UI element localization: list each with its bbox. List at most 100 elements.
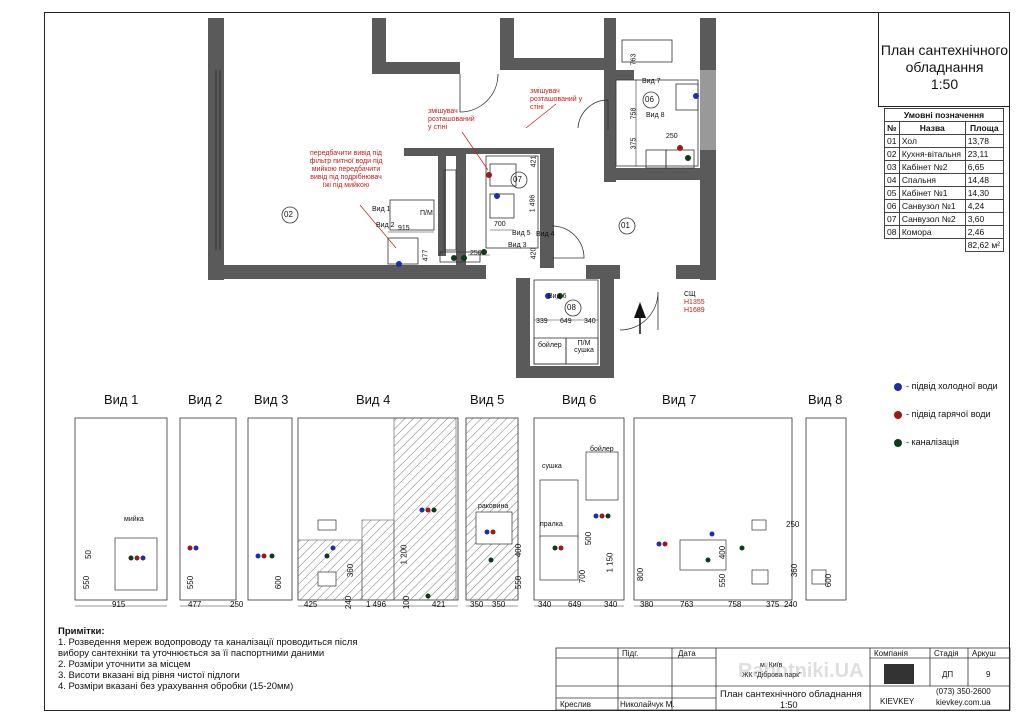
plan-view-mark-8: Вид 8 <box>646 112 665 119</box>
view-title-2: Вид 2 <box>188 392 223 407</box>
dim-250: 250 <box>470 250 482 257</box>
dim-421: 421 <box>530 155 538 168</box>
dim: 400 <box>718 545 728 560</box>
col-header-area: Площа <box>964 121 1005 135</box>
cell: 02 <box>884 147 900 161</box>
dim: 550 <box>82 575 92 590</box>
view-title-5: Вид 5 <box>470 392 505 407</box>
shaft-h2: Н1689 <box>684 307 705 314</box>
dim: 550 <box>514 575 524 590</box>
sheet-title-line2: обладнання <box>905 59 984 75</box>
stamp-stage-val: ДП <box>942 670 954 679</box>
watermark: Rabotniki.UA <box>738 660 864 682</box>
view-title-8: Вид 8 <box>808 392 843 407</box>
sheet-scale: 1:50 <box>930 76 959 92</box>
dim: 360 <box>346 563 356 578</box>
symbol-label: - підвід гарячої води <box>906 409 991 419</box>
symbol-sewer: - каналізація <box>894 436 1006 448</box>
note-filter-outlet: передбачити вивід під фільтр питної води… <box>309 150 383 189</box>
view-title-4: Вид 4 <box>356 392 391 407</box>
stamp-complex: ЖК "Діброва парк" <box>742 672 802 679</box>
dim: 340 <box>538 600 552 609</box>
view-title-3: Вид 3 <box>254 392 289 407</box>
dim: 350 <box>470 600 484 609</box>
dim: 477 <box>188 600 202 609</box>
dim-649: 649 <box>560 318 572 325</box>
dim: 700 <box>578 569 588 584</box>
cell: 14,48 <box>964 173 1005 187</box>
stamp-site: kievkey.com.ua <box>936 698 991 707</box>
cell: 2,46 <box>964 225 1005 239</box>
dim: 350 <box>492 600 506 609</box>
label-boiler-view6: бойлер <box>590 446 614 453</box>
symbol-cold: - підвід холодної води <box>894 380 1006 392</box>
cell: 03 <box>884 160 900 174</box>
room-02-label: 02 <box>284 210 293 219</box>
stamp-pidh: Підг. <box>622 649 639 658</box>
total-area: 82,62 м² <box>964 238 1005 252</box>
notes-heading: Примітки: <box>58 626 105 637</box>
cell: 08 <box>884 225 900 239</box>
dim: 360 <box>790 563 800 578</box>
cell: Санвузол №1 <box>898 199 966 213</box>
cell: 6,65 <box>964 160 1005 174</box>
cell: 05 <box>884 186 900 200</box>
cell: Кабінет №2 <box>898 160 966 174</box>
dim: 1 150 <box>605 552 615 573</box>
stamp-sheet: Аркуш <box>972 649 996 658</box>
cell: 13,78 <box>964 134 1005 148</box>
stamp-scale: 1:50 <box>780 700 798 710</box>
cell: Спальня <box>898 173 966 187</box>
room-06-label: 06 <box>645 95 654 104</box>
col-header-num: № <box>884 121 900 135</box>
stamp-stage: Стадія <box>934 649 959 658</box>
stamp-sheet-title: План сантехнічного обладнання <box>720 689 862 700</box>
dim-340: 340 <box>584 318 596 325</box>
dim: 600 <box>824 573 834 588</box>
note-item: 2. Розміри уточнити за місцем <box>58 659 191 670</box>
shaft-code: СЩ <box>684 291 696 298</box>
dim: 50 <box>83 550 93 559</box>
stamp-sheet-val: 9 <box>986 670 991 679</box>
plan-view-mark-7: Вид 7 <box>642 78 661 85</box>
legend-caption: Умовні позначення <box>884 108 1004 122</box>
notes-block: Примітки: 1. Розведення мереж водопровод… <box>58 626 358 692</box>
dim: 400 <box>514 543 524 558</box>
cell: Кухня-вітальня <box>898 147 966 161</box>
dim: 425 <box>304 600 318 609</box>
dim: 421 <box>432 600 446 609</box>
dim: 375 <box>766 600 780 609</box>
stamp-data: Дата <box>678 649 696 658</box>
view-title-6: Вид 6 <box>562 392 597 407</box>
dim-250b: 250 <box>666 133 678 140</box>
dim-700: 700 <box>494 221 506 228</box>
cell: 06 <box>884 199 900 213</box>
label-pm: П/М <box>420 210 433 217</box>
symbol-hot: - підвід гарячої води <box>894 408 1006 420</box>
dim: 340 <box>604 600 618 609</box>
sheet-title-block: План сантехнічного обладнання 1:50 <box>878 12 1010 107</box>
dim: 915 <box>112 600 126 609</box>
note-mixer-wall-2: змішувач розташований у стіні <box>530 88 583 111</box>
col-header-name: Назва <box>898 121 966 135</box>
dim: 550 <box>186 575 196 590</box>
dim: 1 200 <box>399 544 409 565</box>
dim: 240 <box>344 595 354 610</box>
dim: 763 <box>680 600 694 609</box>
symbol-label: - каналізація <box>906 437 960 447</box>
dim-420: 420 <box>530 247 538 260</box>
room-01-label: 01 <box>621 221 630 230</box>
view-title-7: Вид 7 <box>662 392 697 407</box>
dim-375: 375 <box>630 137 638 150</box>
label-dryer: сушка <box>542 463 562 470</box>
dim: 1 496 <box>366 600 387 609</box>
note-item: 1. Розведення мереж водопроводу та канал… <box>58 637 358 659</box>
stamp-kreslyv: Креслив <box>560 700 591 709</box>
